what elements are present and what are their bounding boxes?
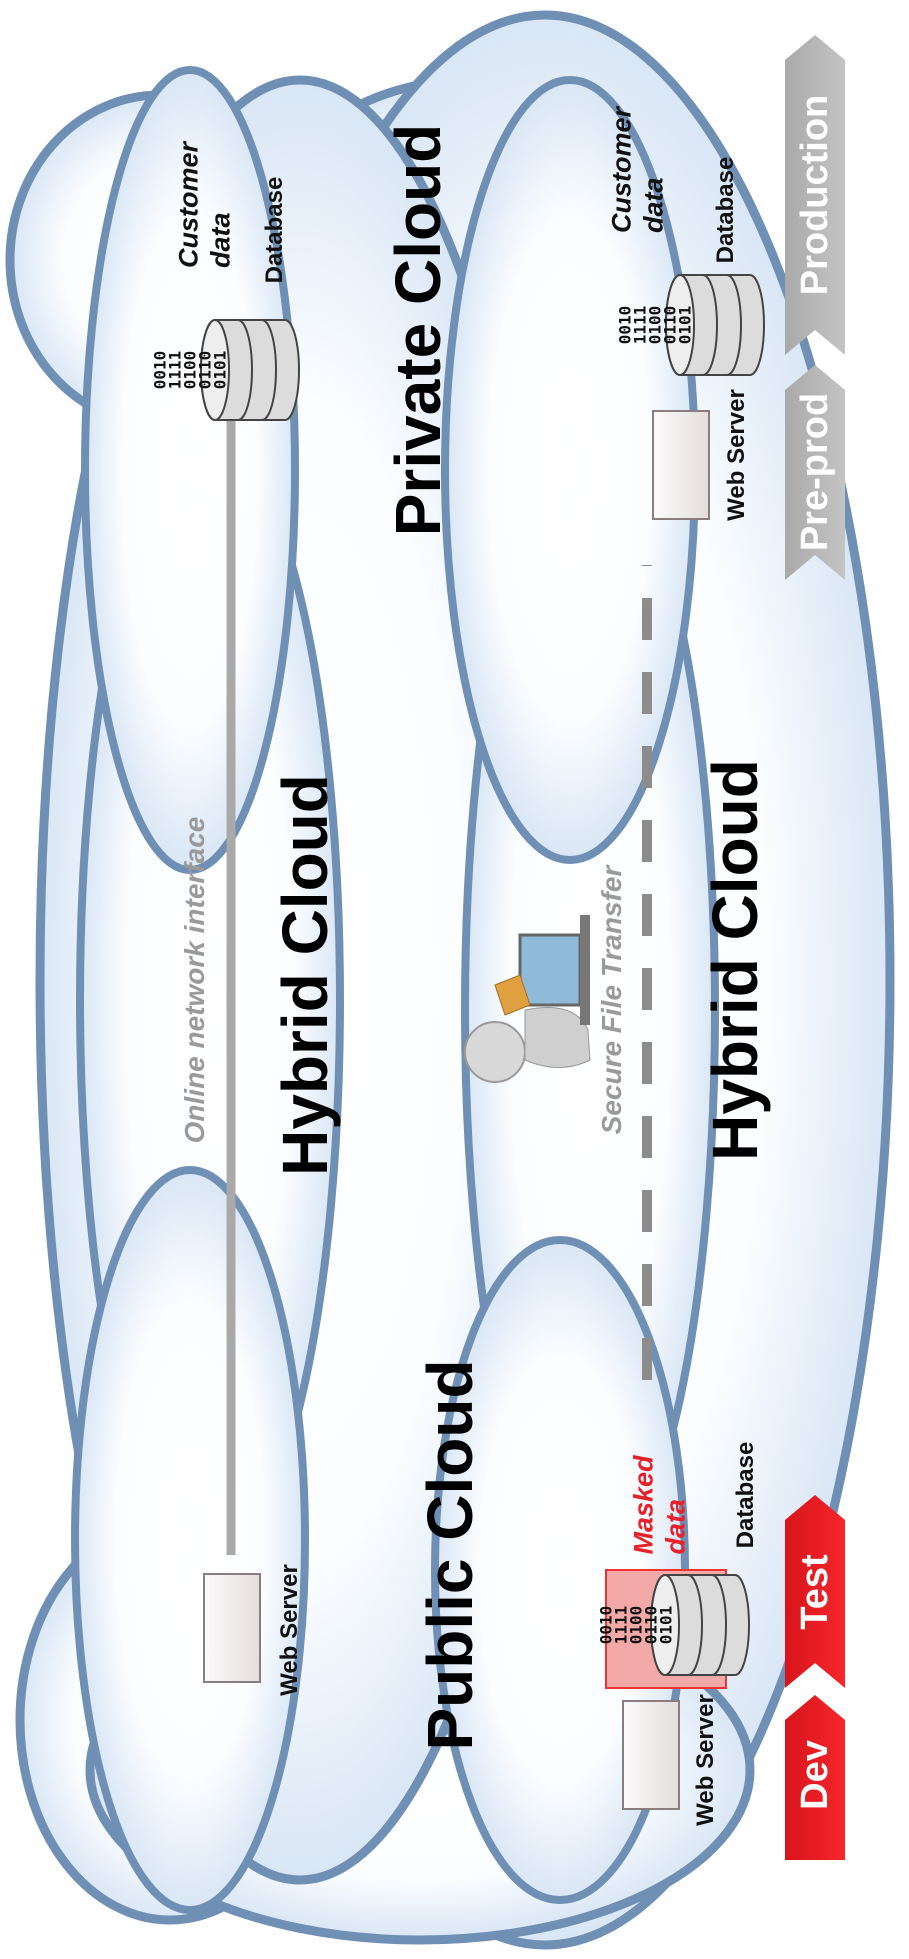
bit-row: 0101	[210, 350, 230, 390]
stage-production-label: Production	[794, 94, 836, 296]
masked-database-label: Database	[732, 1441, 759, 1549]
masked-database-cylinder	[650, 1574, 750, 1676]
stage-dev-label: Dev	[794, 1740, 836, 1810]
top-database-cylinder	[200, 319, 300, 421]
public-cloud-label: Public Cloud	[414, 1359, 486, 1751]
dev-web-server-label: Web Server	[692, 1694, 719, 1826]
top-binary-text: 0010 1111 0100 0110 0101	[151, 350, 230, 390]
secure-file-transfer-label: Secure File Transfer	[596, 865, 627, 1135]
private-customer-line: Customer	[606, 106, 637, 234]
stage-preprod-label: Pre-prod	[794, 392, 836, 552]
top-customer-line: Customer	[173, 141, 204, 269]
online-network-interface-label: Online network interface	[179, 816, 210, 1144]
masked-binary-text: 0010 1111 0100 0110 0101	[597, 1605, 676, 1645]
person-icon	[464, 915, 591, 1083]
top-data-line: data	[206, 212, 236, 269]
bit-row: 0101	[675, 305, 695, 345]
private-database-cylinder	[665, 274, 765, 376]
stage-production-arrow	[785, 35, 845, 355]
masked-data-line: data	[661, 1499, 691, 1555]
private-data-line: data	[639, 177, 669, 234]
stage-test-label: Test	[794, 1554, 836, 1630]
private-web-server-box	[652, 410, 710, 520]
dev-web-server-box	[622, 1700, 680, 1810]
stage-preprod-arrow	[785, 365, 845, 580]
private-customer-data-label: Customer data	[606, 107, 671, 233]
top-web-server-label: Web Server	[276, 1564, 303, 1696]
masked-data-label: Masked data	[628, 1455, 693, 1554]
top-customer-data-label: Customer data	[173, 142, 238, 268]
private-web-server-label: Web Server	[723, 389, 750, 521]
bit-row: 0101	[656, 1605, 676, 1645]
private-database-label: Database	[712, 156, 739, 264]
hybrid-cloud-top-label: Hybrid Cloud	[269, 774, 341, 1176]
masked-line: Masked	[628, 1455, 659, 1555]
top-web-server-box	[203, 1573, 261, 1683]
hybrid-cloud-bottom-label: Hybrid Cloud	[699, 759, 771, 1161]
stage-dev-arrow	[785, 1695, 845, 1860]
private-binary-text: 0010 1111 0100 0110 0101	[616, 305, 695, 345]
stage-test-arrow	[785, 1495, 845, 1688]
private-cloud-label: Private Cloud	[382, 123, 454, 537]
top-database-label: Database	[261, 176, 288, 284]
